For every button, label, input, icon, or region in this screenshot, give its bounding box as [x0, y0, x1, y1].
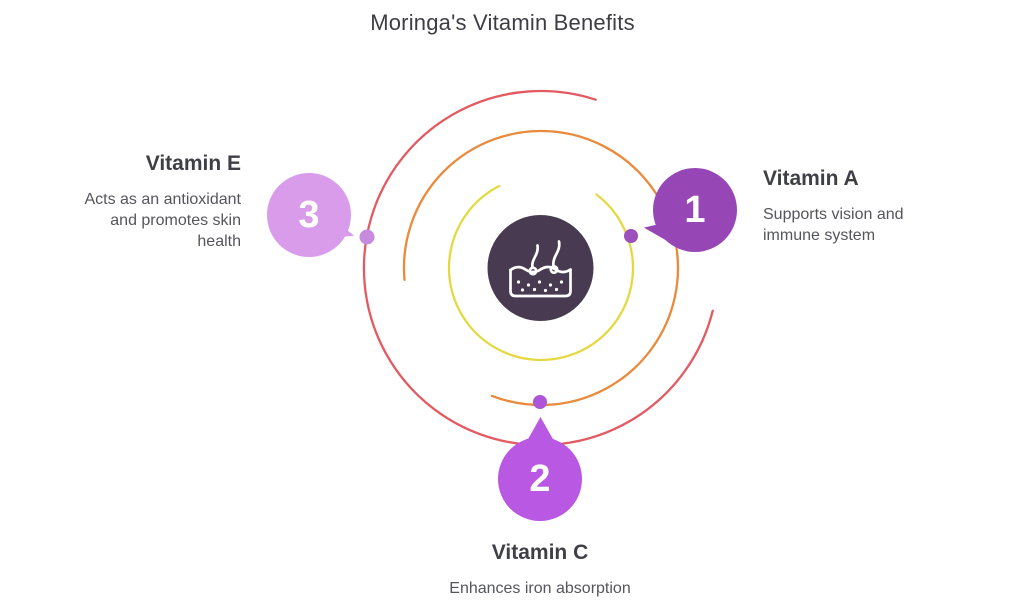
diagram-title: Moringa's Vitamin Benefits [370, 10, 635, 35]
skin-icon-pores [516, 280, 564, 293]
vitamin-a-label: Vitamin A Supports vision and immune sys… [763, 167, 925, 246]
step-bubble-3: 3 [267, 173, 351, 257]
step-bubble-2: 2 [498, 437, 582, 521]
skin-icon-hair-left [530, 244, 540, 269]
marker-dot-1 [624, 229, 638, 243]
marker-dot-2 [533, 395, 547, 409]
skin-icon-body [509, 268, 572, 298]
step-number-3: 3 [298, 193, 320, 236]
step-number-1: 1 [684, 188, 706, 231]
vitamin-e-description: Acts as an antioxidant and promotes skin… [84, 191, 241, 251]
vitamin-e-heading: Vitamin E [145, 152, 241, 175]
step-bubble-1: 1 [653, 168, 737, 252]
skin-icon-hair-right [552, 240, 561, 268]
vitamin-c-description: Enhances iron absorption [449, 580, 631, 598]
orbit-arc-middle-orange [402, 129, 680, 407]
marker-dot-3 [359, 229, 375, 245]
vitamin-a-heading: Vitamin A [763, 167, 859, 190]
vitamin-a-description: Supports vision and immune system [763, 206, 904, 245]
vitamin-c-heading: Vitamin C [491, 541, 589, 564]
skin-icon-wave [509, 265, 572, 274]
orbit-arc-inner-yellow [447, 184, 635, 362]
orbit-arc-outer-red [362, 89, 714, 447]
vitamin-e-label: Vitamin E Acts as an antioxidant and pro… [69, 152, 241, 252]
skin-icon [509, 240, 572, 298]
vitamin-c-label: Vitamin C Enhances iron absorption [340, 541, 740, 599]
step-number-2: 2 [529, 457, 551, 500]
